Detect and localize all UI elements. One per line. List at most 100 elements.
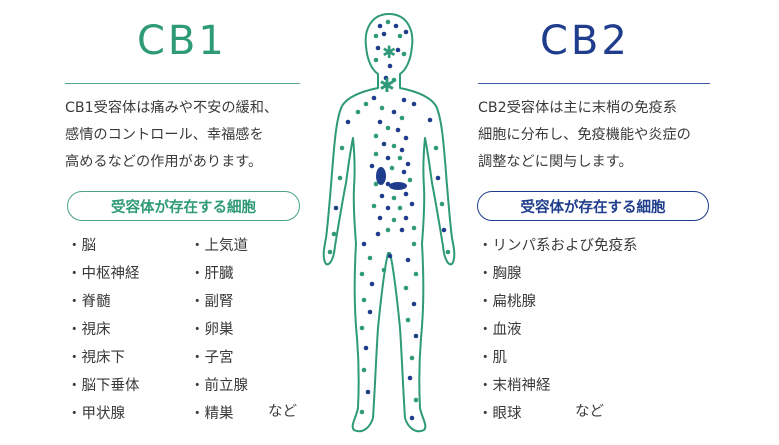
receptor-dot <box>371 95 377 101</box>
list-item: ・末梢神経 <box>478 378 551 394</box>
receptor-dot <box>337 175 343 181</box>
receptor-dot <box>433 145 439 151</box>
receptor-dot <box>399 115 405 121</box>
list-item: ・扁桃腺 <box>478 294 536 310</box>
receptor-dot <box>411 301 417 307</box>
organ-blob <box>376 167 386 185</box>
receptor-dot <box>401 97 407 103</box>
receptor-dot <box>363 101 369 107</box>
organ-blob <box>389 182 407 190</box>
receptor-dot <box>405 161 411 167</box>
cb2-etc: など <box>575 404 604 420</box>
list-item: ・脳下垂体 <box>67 378 140 394</box>
receptor-dot <box>373 57 379 63</box>
receptor-dot <box>407 177 413 183</box>
list-item: ・リンパ系および免疫系 <box>478 238 638 254</box>
list-item: ・前立腺 <box>190 378 248 394</box>
cb2-description-line: 調整などに関与します。 <box>478 154 633 170</box>
cb2-cell-list: ・リンパ系および免疫系 ・胸腺 ・扁桃腺 ・血液 ・肌 ・末梢神経 ・眼球 <box>478 232 638 428</box>
receptor-dot <box>381 141 387 147</box>
receptor-dot <box>405 317 411 323</box>
receptor-dot <box>377 119 383 125</box>
receptor-dot <box>361 367 367 373</box>
receptor-dot <box>385 155 391 161</box>
receptor-star-icon: ✱ <box>379 75 395 97</box>
receptor-dot <box>339 145 345 151</box>
receptor-dot <box>391 143 397 149</box>
receptor-dot <box>359 325 365 331</box>
receptor-dot <box>361 297 367 303</box>
receptor-dot <box>445 249 451 255</box>
receptor-dot <box>395 47 401 53</box>
cb1-etc: など <box>268 404 297 420</box>
receptor-dot <box>371 203 377 209</box>
receptor-dot <box>333 205 339 211</box>
receptor-dot <box>413 397 419 403</box>
receptor-dot <box>409 355 415 361</box>
receptor-dot <box>411 241 417 247</box>
receptor-dot <box>373 181 379 187</box>
receptor-dot <box>375 45 381 51</box>
cb1-description-line: 感情のコントロール、幸福感を <box>65 127 264 143</box>
receptor-dot <box>373 133 379 139</box>
cb2-description-line: CB2受容体は主に末梢の免疫系 <box>478 100 677 116</box>
list-item: ・視床下 <box>67 350 125 366</box>
receptor-dot <box>379 193 385 199</box>
receptor-dot <box>375 231 381 237</box>
receptor-stars: ✱ ✱ <box>379 43 396 97</box>
list-item: ・肝臓 <box>190 266 234 282</box>
human-body-figure: ✱ ✱ <box>322 13 456 433</box>
receptor-dot <box>427 117 433 123</box>
receptor-dot <box>345 119 351 125</box>
cb1-description-line: CB1受容体は痛みや不安の緩和、 <box>65 100 279 116</box>
receptor-dot <box>397 33 403 39</box>
receptor-dot <box>367 255 373 261</box>
receptor-dot <box>387 63 393 69</box>
receptor-dot <box>385 227 391 233</box>
receptor-dot <box>367 309 373 315</box>
receptor-dot <box>413 271 419 277</box>
body-outline <box>322 13 456 433</box>
receptor-dot <box>401 51 407 57</box>
cb1-description: CB1受容体は痛みや不安の緩和、 感情のコントロール、幸福感を 高めるなどの作用… <box>65 95 310 176</box>
receptor-dot <box>435 175 441 181</box>
receptor-star-icon: ✱ <box>382 43 396 63</box>
cb2-cells-heading: 受容体が存在する細胞 <box>477 191 709 221</box>
receptor-dot <box>391 217 397 223</box>
cb1-cell-list-left: ・脳 ・中枢神経 ・脊髄 ・視床 ・視床下 ・脳下垂体 ・甲状腺 <box>67 232 140 428</box>
receptor-dot <box>387 253 393 259</box>
receptor-dot <box>391 195 397 201</box>
list-item: ・副腎 <box>190 294 234 310</box>
receptor-dot <box>399 227 405 233</box>
receptor-dot <box>403 29 409 35</box>
receptor-dot <box>397 205 403 211</box>
receptor-dot <box>373 33 379 39</box>
receptor-dot <box>397 155 403 161</box>
receptor-dot <box>403 215 409 221</box>
list-item: ・脊髄 <box>67 294 111 310</box>
receptor-dot <box>393 23 399 29</box>
receptor-dot <box>403 191 409 197</box>
receptor-dot <box>413 333 419 339</box>
receptor-dot <box>401 169 407 175</box>
receptor-dot <box>377 215 383 221</box>
cb1-cell-list-right: ・上気道 ・肝臓 ・副腎 ・卵巣 ・子宮 ・前立腺 ・精巣 <box>190 232 248 428</box>
receptor-dot <box>385 181 391 187</box>
receptor-dot <box>403 135 409 141</box>
receptor-dot <box>355 109 361 115</box>
receptor-dot <box>363 345 369 351</box>
receptor-dot <box>399 147 405 153</box>
list-item: ・上気道 <box>190 238 248 254</box>
cb2-divider <box>478 83 710 84</box>
list-item: ・子宮 <box>190 350 234 366</box>
cb1-divider <box>65 83 300 84</box>
receptor-dot <box>383 75 389 81</box>
receptor-dot <box>409 415 415 421</box>
list-item: ・精巣 <box>190 406 234 422</box>
cb1-title: CB1 <box>137 18 227 64</box>
receptor-dot <box>389 165 395 171</box>
receptor-dots <box>327 19 451 421</box>
receptor-dot <box>385 19 391 25</box>
list-item: ・眼球 <box>478 406 522 422</box>
receptor-dot <box>385 205 391 211</box>
